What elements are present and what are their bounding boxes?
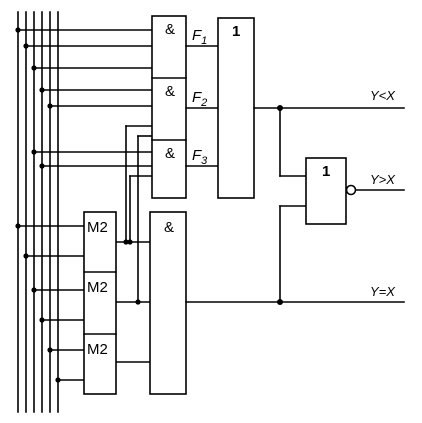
junction-dots [15, 27, 141, 383]
and-gate-stack: & & & [151, 15, 187, 199]
xor-input-wires [17, 225, 85, 381]
and-stack-input-wires [17, 29, 153, 303]
nor-gate: 1 [305, 157, 405, 225]
output-less-label: Y<X [370, 88, 396, 103]
xor-gates: M2 M2 M2 [83, 211, 117, 395]
and-gate-equality: & [149, 211, 187, 395]
f-signal-wires [185, 45, 219, 167]
signal-f2-label: F2 [192, 89, 207, 109]
xor-gate-1-label: M2 [87, 219, 108, 236]
signal-f3-label: F3 [192, 147, 208, 167]
xor-output-wires [115, 175, 151, 363]
nor-gate-symbol: 1 [322, 163, 330, 180]
and-gate-1-symbol: & [165, 21, 175, 38]
and-gate-stack-frame [151, 15, 187, 199]
or-gate: 1 [217, 17, 255, 199]
equal-output-wires [185, 205, 405, 305]
and-gate-equality-symbol: & [164, 219, 174, 236]
output-greater-label: Y>X [370, 172, 396, 187]
xor-gate-2-label: M2 [87, 279, 108, 296]
and-gate-2-symbol: & [165, 83, 175, 100]
signal-f1-label: F1 [192, 27, 207, 47]
xor-gate-3-label: M2 [87, 341, 108, 358]
input-bus [17, 11, 59, 413]
inversion-bubble [345, 184, 357, 196]
output-equal-label: Y=X [370, 284, 396, 299]
less-output-wires [253, 105, 405, 177]
or-gate-symbol: 1 [232, 23, 240, 40]
and-gate-3-symbol: & [165, 145, 175, 162]
